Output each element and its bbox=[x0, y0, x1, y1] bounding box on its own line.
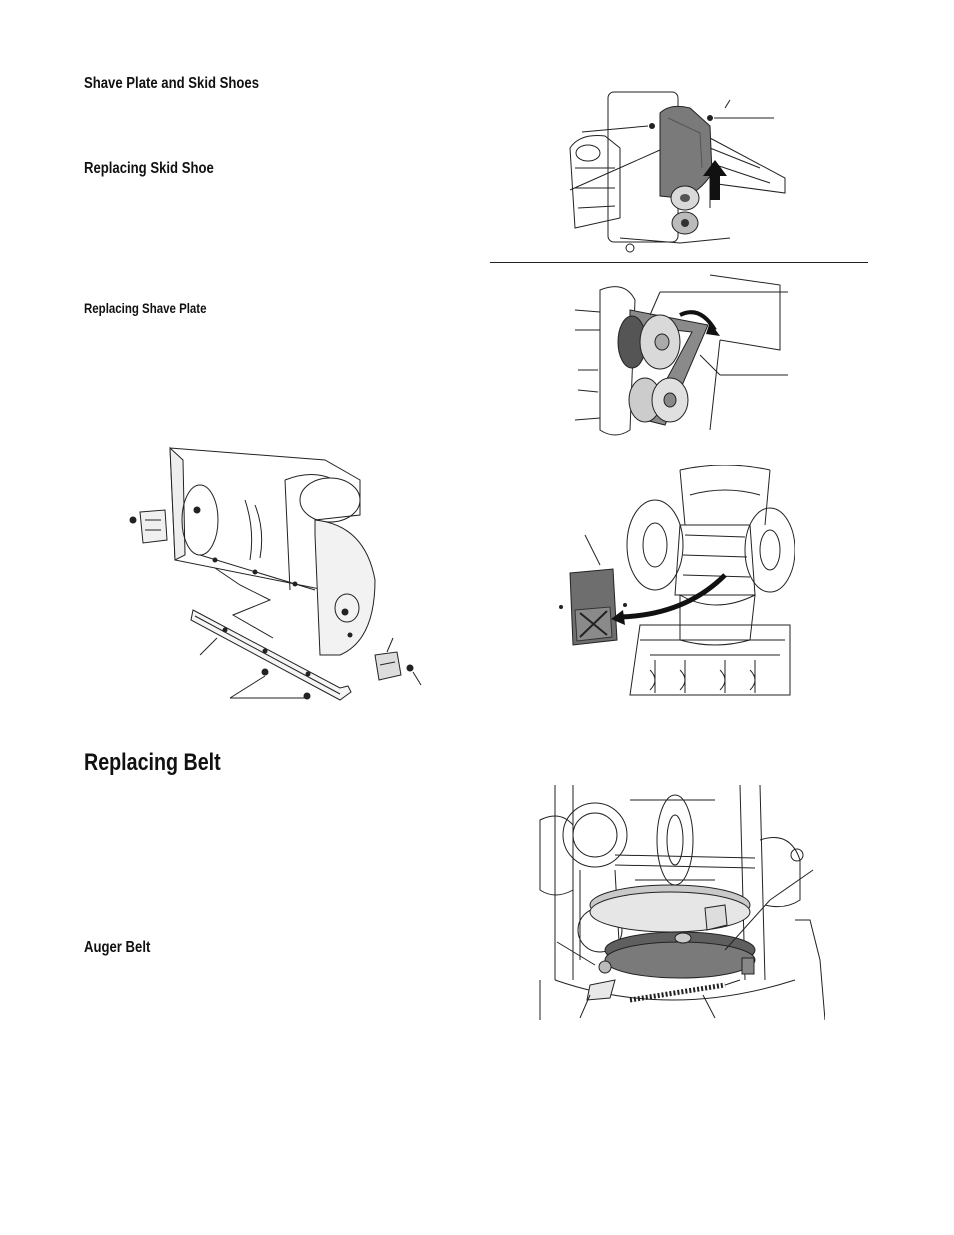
pulley-belt-diagram-icon bbox=[574, 274, 788, 436]
figure-front-cover-removal bbox=[555, 465, 795, 700]
figure-auger-housing-exploded bbox=[125, 440, 435, 710]
auger-belt-underside-diagram-icon bbox=[539, 784, 825, 1021]
figure-belt-cover-removal bbox=[560, 88, 790, 258]
belt-cover-diagram-icon bbox=[569, 91, 786, 253]
heading-replacing-belt: Replacing Belt bbox=[84, 749, 221, 776]
figure-pulley-belt-detail bbox=[570, 270, 800, 445]
auger-housing-exploded-diagram-icon bbox=[129, 446, 422, 701]
heading-auger-belt: Auger Belt bbox=[84, 939, 151, 956]
figure-auger-belt-underside bbox=[535, 780, 825, 1025]
front-cover-diagram-icon bbox=[559, 465, 795, 696]
heading-replacing-skid-shoe: Replacing Skid Shoe bbox=[84, 160, 214, 177]
heading-shave-plate-skid-shoes: Shave Plate and Skid Shoes bbox=[84, 75, 260, 92]
heading-replacing-shave-plate: Replacing Shave Plate bbox=[84, 300, 207, 316]
figure-divider bbox=[490, 262, 868, 263]
